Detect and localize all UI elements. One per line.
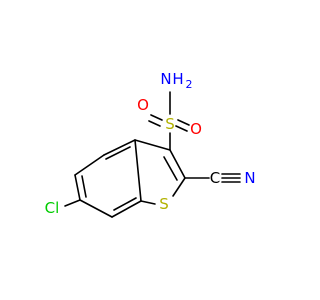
structure-drawing: N H 2 S O O C N S Cl — [45, 70, 256, 218]
molecule-canvas: N H 2 S O O C N S Cl — [45, 70, 256, 218]
bond-c7-c3 — [134, 139, 171, 151]
bond-c2-s1 — [172, 177, 186, 197]
bond-s1-c12 — [140, 200, 156, 205]
bond-s-o-left-a — [150, 114, 163, 121]
atom-o-right: O — [190, 120, 202, 138]
bond-c10-c11 — [79, 199, 113, 218]
atom-s-sulfonyl: S — [165, 115, 175, 133]
atom-label-layer: N H 2 S O O C N S Cl — [45, 70, 256, 217]
bond-c8-c9 — [74, 154, 105, 176]
atom-h-amine: H — [172, 70, 183, 88]
bond-c12-c7 — [134, 139, 142, 202]
bond-c7-c8 — [103, 139, 136, 156]
atom-s-ring: S — [159, 195, 169, 213]
atom-cl: Cl — [45, 199, 60, 217]
bond-s-o-right-a — [177, 119, 190, 126]
bond-s-o-left-b — [148, 120, 161, 127]
bond-c10-cl — [64, 199, 81, 207]
bond-c7-c8-inner — [105, 146, 131, 160]
bond-c3-c2 — [169, 149, 186, 179]
atom-c-nitrile: C — [210, 169, 220, 187]
bond-s-o-right-b — [175, 125, 188, 132]
bond-c9-c10-inner — [81, 175, 87, 198]
bond-c9-c10 — [74, 174, 81, 201]
atom-h-amine-subscript: 2 — [186, 78, 193, 91]
bond-c3-c2-inner — [163, 156, 178, 181]
bond-c11-c12 — [111, 200, 142, 218]
bond-layer — [64, 91, 241, 218]
atom-n-amine: N — [160, 70, 171, 88]
bond-c11-c12-inner — [113, 197, 137, 211]
atom-o-left: O — [137, 96, 149, 114]
atom-n-nitrile: N — [244, 169, 255, 187]
